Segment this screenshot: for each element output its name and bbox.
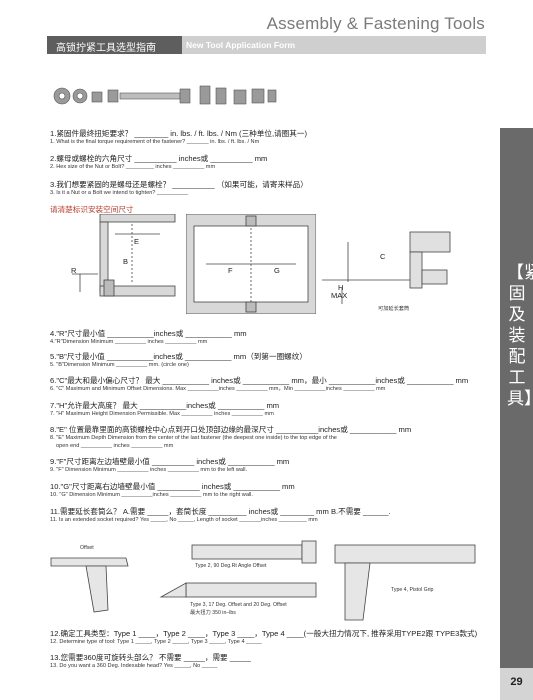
label-h: H — [338, 283, 344, 292]
r-b-e-dimension-diagram — [72, 214, 176, 297]
tool-type3-label: Type 3, 17 Deg. Offset and 20 Deg. Offse… — [190, 602, 287, 608]
label-g: G — [274, 266, 280, 275]
question-11: 11.需要延长套筒么？ A.需要 _____，套筒长度 _________ in… — [50, 507, 391, 524]
c-h-dimension-diagram — [322, 231, 451, 304]
label-r: R — [71, 266, 77, 275]
tool-offset-drawing — [50, 557, 129, 613]
question-8: 8."E" 位置最靠里面的高锁螺栓中心点到开口处顶部边缘的最深尺寸 ______… — [50, 425, 412, 450]
tool-type3-cn-label: 最大扭力 350 in–lbs — [190, 610, 236, 616]
question-9: 9."F"尺寸距离左边墙壁最小值 __________ inches或 ____… — [50, 457, 290, 474]
f-g-dimension-diagram — [186, 214, 316, 314]
page-number: 29 — [510, 676, 523, 688]
tool-type3-drawing — [159, 582, 317, 598]
question-7: 7."H"允许最大高度？ 最大 ___________inches或 _____… — [50, 401, 280, 418]
question-4: 4."R"尺寸最小值 ___________inches或 __________… — [50, 329, 247, 346]
label-c: C — [380, 252, 386, 261]
title-bar-en: New Tool Application Form — [186, 40, 296, 50]
label-f: F — [228, 266, 233, 275]
tool-type2-drawing — [191, 540, 317, 564]
diagram-note: 请清楚标识安装空间尺寸 — [50, 205, 134, 214]
question-12: 12.确定工具类型：Type 1 ____，Type 2 ____，Type 3… — [50, 629, 478, 646]
side-tab — [500, 128, 533, 700]
question-1: 1.紧固件最终扭矩要求？ ________ in. lbs. / ft. lbs… — [50, 129, 307, 146]
question-13: 13.您需要360度可旋转头部么？ 不需要 _____，需要 _____ 13.… — [50, 653, 251, 670]
label-max: MAX — [331, 291, 348, 300]
tool-type4-drawing — [334, 544, 476, 621]
question-3: 3.我们想要紧固的是螺母还是螺栓？ __________ （如果可能，请寄来样品… — [50, 180, 308, 197]
page-number-box — [500, 668, 533, 700]
page-title: Assembly & Fastening Tools — [266, 14, 485, 33]
title-bar-cn: 高锁拧紧工具选型指南 — [56, 43, 156, 54]
tool-offset-label: Offset — [80, 545, 94, 551]
title-bar-dark — [47, 36, 182, 54]
question-6: 6."C"最大和最小偏心尺寸？ 最大 ___________ inches或 _… — [50, 376, 469, 393]
label-b: B — [123, 257, 129, 266]
label-extended-socket: 可加延长套筒 — [378, 306, 410, 312]
question-5: 5."B"尺寸最小值 ___________inches或 __________… — [50, 352, 307, 369]
question-10: 10."G"尺寸距离右边墙壁最小值 __________ inches或 ___… — [50, 482, 295, 499]
fastener-photo-strip — [53, 85, 277, 105]
tool-type2-label: Type 2, 90 Deg.Rt Angle Offset — [195, 563, 267, 569]
side-tab-label: 【紧固及装配工具】 — [507, 263, 533, 408]
label-e: E — [134, 237, 140, 246]
tool-type4-label: Type 4, Pistol Grip — [391, 587, 434, 593]
question-2: 2.螺母或螺栓的六角尺寸 __________ inches或 ________… — [50, 154, 268, 171]
